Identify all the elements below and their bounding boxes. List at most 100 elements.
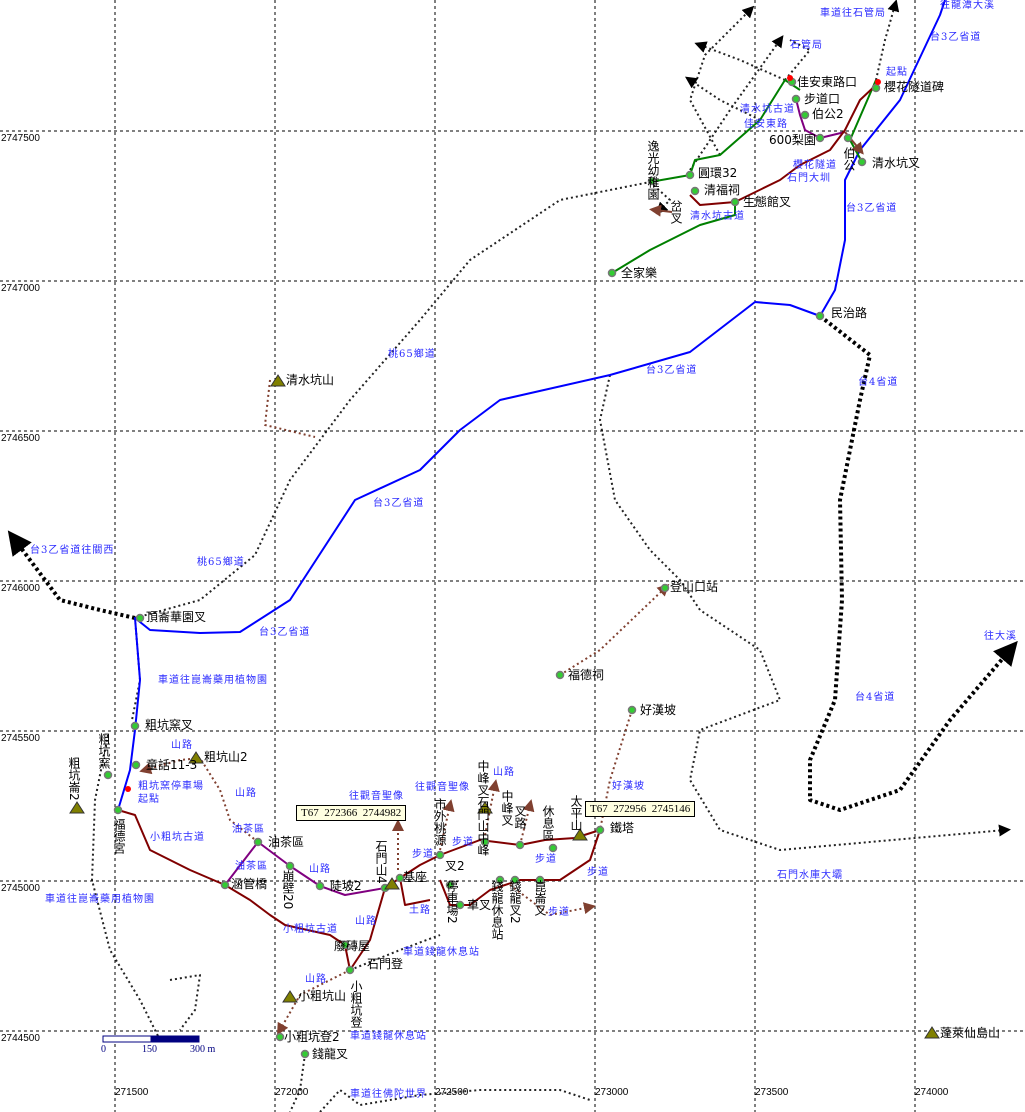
road-label: 山路 xyxy=(235,788,257,799)
grid-y-label: 2747000 xyxy=(1,283,40,294)
waypoint-label: 圓環32 xyxy=(698,166,738,180)
waypoint-marker xyxy=(220,880,230,890)
waypoint-label: 基座 xyxy=(403,870,428,884)
road-label: 起點 xyxy=(138,794,160,805)
road-label: 山路 xyxy=(305,974,327,985)
waypoint-marker xyxy=(815,311,825,321)
waypoint-label: 錢龍休息站 xyxy=(490,880,504,940)
road-label: 山路 xyxy=(171,740,193,751)
road-label: 山路 xyxy=(493,767,515,778)
scale-bar-segment xyxy=(102,1035,152,1043)
road-label: 台3乙省道往關西 xyxy=(30,545,115,556)
grid-x-label: 272500 xyxy=(435,1087,469,1098)
waypoint-marker xyxy=(103,770,113,780)
road-label: 步道 xyxy=(535,854,557,865)
local-road xyxy=(134,181,651,619)
side-path xyxy=(509,884,596,916)
waypoint-marker xyxy=(445,880,455,890)
road-label: 步道 xyxy=(587,867,609,878)
waypoint-label: 全家樂 xyxy=(621,266,658,280)
waypoint-label: 鐵塔 xyxy=(610,821,635,835)
waypoint-marker xyxy=(480,837,490,847)
trail xyxy=(117,809,351,971)
local-road xyxy=(169,974,201,1031)
waypoint-label: 錢龍叉2 xyxy=(508,880,522,924)
grid-y-label: 2746500 xyxy=(1,433,40,444)
road-label: 車道往石管局 xyxy=(820,8,886,19)
grid-y-label: 2745500 xyxy=(1,733,40,744)
waypoint-label: 蓬萊仙島山 xyxy=(940,1026,1001,1040)
local-road xyxy=(599,374,1011,851)
road-label: 粗坑窯停車場 xyxy=(138,781,204,792)
waypoint-marker xyxy=(871,83,881,93)
mountain-peak-icon xyxy=(282,990,298,1003)
mountain-peak-icon xyxy=(384,877,400,890)
trail xyxy=(399,877,431,906)
road-label: 清水坑古道 xyxy=(690,211,745,222)
local-road xyxy=(319,1089,591,1112)
waypoint-label: 石門山4 xyxy=(374,840,388,884)
waypoint-marker xyxy=(135,613,145,623)
grid-x-label: 273000 xyxy=(595,1087,629,1098)
waypoint-marker xyxy=(435,850,445,860)
waypoint-label: 佳安東路口 xyxy=(797,75,858,89)
start-point-marker xyxy=(787,75,793,81)
mountain-peak-icon xyxy=(188,751,204,764)
road-label: 車道錢龍休息站 xyxy=(350,1031,427,1042)
road-label: 山路 xyxy=(309,864,331,875)
waypoint-label: 停車場2 xyxy=(445,880,459,924)
waypoint-label: 粗坑窯 xyxy=(97,733,111,769)
waypoint-label: 錢龍叉 xyxy=(312,1047,349,1061)
waypoint-label: 崩壁20 xyxy=(281,870,295,910)
waypoint-label: 生態館叉 xyxy=(743,195,792,209)
waypoint-label: 民治路 xyxy=(831,306,868,320)
waypoint-marker xyxy=(395,873,405,883)
waypoint-label: 叉2 xyxy=(445,859,465,873)
waypoint-label: 太平山 xyxy=(569,795,583,831)
coordinate-tooltip: T67 272366 2744982 xyxy=(296,805,407,821)
waypoint-label: 中峰叉 xyxy=(500,790,514,826)
road-label: 車道往崑崙藥用植物園 xyxy=(158,675,268,686)
road-label: 土路 xyxy=(409,905,431,916)
waypoint-label: 小粗坑登2 xyxy=(284,1030,340,1044)
road-label: 往龍潭大溪 xyxy=(940,0,995,11)
road-label: 步道 xyxy=(412,849,434,860)
grid-y-label: 2744500 xyxy=(1,1033,40,1044)
waypoint-marker xyxy=(555,670,565,680)
purple-trail xyxy=(224,841,386,896)
waypoint-marker xyxy=(857,157,867,167)
waypoint-marker xyxy=(627,705,637,715)
waypoint-marker xyxy=(253,837,263,847)
road-label: 往大溪 xyxy=(984,631,1017,642)
waypoint-label: 粗坑窯叉 xyxy=(145,718,194,732)
waypoint-label: 市外桃源 xyxy=(433,798,447,846)
scale-label-end: 300 m xyxy=(190,1044,216,1055)
waypoint-marker xyxy=(548,843,558,853)
scale-bar-segment xyxy=(150,1035,200,1043)
start-point-marker xyxy=(875,79,881,85)
waypoint-label: 600梨園 xyxy=(769,133,816,147)
trail xyxy=(689,84,877,206)
waypoint-marker xyxy=(815,133,825,143)
waypoint-marker xyxy=(595,825,605,835)
waypoint-label: 頂崙華園叉 xyxy=(146,610,207,624)
waypoint-label: 油茶區 xyxy=(268,835,305,849)
waypoint-label: 櫻花隧道碑 xyxy=(884,80,945,94)
road-label: 車道往崑崙藥用植物園 xyxy=(45,894,155,905)
waypoint-marker xyxy=(340,940,350,950)
waypoint-label: 粗坑崙2 xyxy=(67,757,81,801)
local-road xyxy=(875,0,900,81)
road-label: 起點 xyxy=(886,67,908,78)
waypoint-label: 清水坑山 xyxy=(286,373,335,387)
road-label: 清水坑古道 xyxy=(740,104,795,115)
waypoint-marker xyxy=(300,1049,310,1059)
waypoint-label: 逸光幼稚園 xyxy=(646,140,660,200)
waypoint-marker xyxy=(345,965,355,975)
waypoint-label: 好漢坡 xyxy=(640,703,677,717)
waypoint-label: 叉路 xyxy=(513,805,527,829)
grid-x-label: 273500 xyxy=(755,1087,789,1098)
road-label: 油茶區 xyxy=(232,824,265,835)
waypoint-label: 崑崙叉 xyxy=(533,880,547,916)
waypoint-label: 步道口 xyxy=(804,92,841,106)
